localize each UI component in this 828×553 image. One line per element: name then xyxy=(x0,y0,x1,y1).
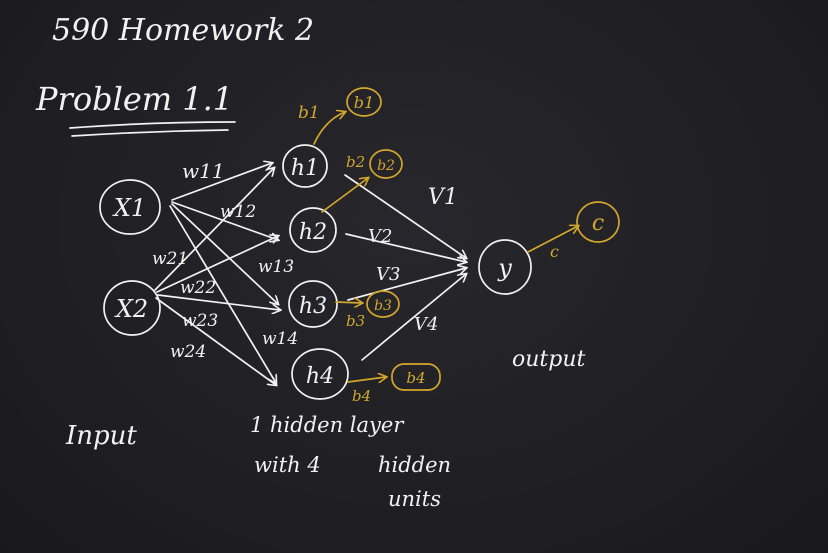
input-hidden-edges xyxy=(154,163,280,385)
weight-labels: w11 w12 w21 w22 w13 w23 w24 w14 V1 V2 V3… xyxy=(152,159,458,362)
label-w13: w13 xyxy=(258,257,294,277)
caption-output: output xyxy=(512,347,586,372)
hidden-node-h1-label: h1 xyxy=(291,156,319,181)
caption-hidden-line2a: with 4 xyxy=(254,453,321,477)
label-w21: w21 xyxy=(152,249,188,269)
input-node-x2-label: X2 xyxy=(114,295,148,323)
bias-edge-label-c: c xyxy=(550,242,559,261)
course-title: 590 Homework 2 xyxy=(52,13,314,48)
hidden-node-h3: h3 xyxy=(288,280,338,328)
edge-x1-h1 xyxy=(171,163,272,201)
hidden-node-h3-label: h3 xyxy=(299,294,327,319)
bias-edge-label-b1: b1 xyxy=(298,103,320,123)
edge-h2-y xyxy=(345,233,466,262)
output-node-y-label: y xyxy=(497,254,512,282)
label-v1: V1 xyxy=(428,185,458,210)
problem-title: Problem 1.1 xyxy=(35,80,233,118)
output-node-y: y xyxy=(478,239,532,295)
label-w12: w12 xyxy=(220,202,256,222)
bias-edge-b3 xyxy=(335,302,362,303)
hidden-output-edges xyxy=(344,174,466,361)
hidden-node-h4-label: h4 xyxy=(306,364,334,389)
bias-edge-label-b2: b2 xyxy=(346,153,365,171)
hidden-node-h2-label: h2 xyxy=(299,220,327,245)
label-w14: w14 xyxy=(262,329,298,349)
bias-node-b3-label: b3 xyxy=(374,298,392,314)
hidden-node-h2: h2 xyxy=(289,207,337,253)
edge-x1-h3 xyxy=(171,203,278,304)
bias-node-b2-label: b2 xyxy=(377,158,395,174)
bias-node-b4-label: b4 xyxy=(406,369,425,387)
bias-edge-b1 xyxy=(313,112,345,145)
hidden-node-h4: h4 xyxy=(291,348,349,400)
caption-input: Input xyxy=(65,421,137,451)
input-node-x1: X1 xyxy=(99,179,161,235)
label-v3: V3 xyxy=(376,264,400,285)
edge-x2-h4 xyxy=(155,297,276,385)
bias-node-c xyxy=(576,201,620,243)
bias-node-b2 xyxy=(369,149,403,179)
label-w23: w23 xyxy=(182,311,218,331)
hidden-node-h1: h1 xyxy=(282,144,328,188)
bias-annotations: b1 b1 b2 b2 b3 b3 b4 b4 c c xyxy=(298,87,620,405)
bias-edge-label-b4: b4 xyxy=(352,387,371,405)
bias-edge-b4 xyxy=(347,377,386,382)
bias-node-c-label: c xyxy=(592,211,604,236)
input-node-x2: X2 xyxy=(103,280,161,336)
bias-edge-b2 xyxy=(321,178,368,213)
bias-node-b4 xyxy=(391,363,441,391)
label-w24: w24 xyxy=(170,342,206,362)
bias-node-b1 xyxy=(346,87,382,117)
label-v2: V2 xyxy=(368,226,392,247)
edge-h1-y xyxy=(344,174,466,258)
caption-hidden-line2b: hidden xyxy=(378,453,451,477)
edge-x2-h2 xyxy=(156,236,278,293)
edge-h3-y xyxy=(347,268,466,301)
bias-edge-label-b3: b3 xyxy=(346,312,365,330)
edge-x2-h3 xyxy=(157,294,280,310)
label-w11: w11 xyxy=(182,159,225,183)
label-v4: V4 xyxy=(414,314,438,335)
underline-2 xyxy=(71,129,229,137)
underline-1 xyxy=(69,121,236,129)
caption-hidden-line1: 1 hidden layer xyxy=(250,413,405,437)
bias-node-b3 xyxy=(366,290,400,318)
label-w22: w22 xyxy=(180,278,216,298)
edge-h4-y xyxy=(361,274,466,361)
edge-x1-h2 xyxy=(171,201,278,240)
edge-x2-h1 xyxy=(154,168,274,291)
edge-x1-h4 xyxy=(169,205,276,383)
input-node-x1-label: X1 xyxy=(112,194,146,222)
bias-edge-c xyxy=(527,226,578,253)
bias-node-b1-label: b1 xyxy=(354,93,374,112)
caption-hidden-line3: units xyxy=(388,487,441,511)
